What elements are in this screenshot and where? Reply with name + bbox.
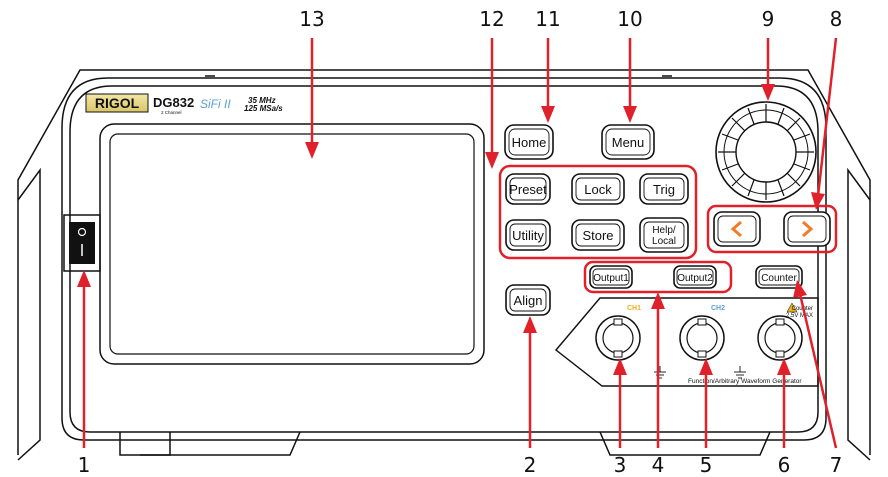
output1-label: Output1	[593, 273, 629, 284]
callout-6: 6	[778, 453, 791, 477]
ch2-label: CH2	[711, 305, 725, 312]
output2-button[interactable]: Output2	[673, 265, 717, 289]
spec-bandwidth: 35 MHz	[248, 96, 276, 105]
callout-4: 4	[652, 453, 665, 477]
rigol-logo: RIGOL	[95, 95, 140, 111]
menu-label: Menu	[612, 135, 645, 150]
brand-strip: RIGOL DG832 2 Channel SiFi II 35 MHz 125…	[85, 93, 283, 115]
counter-button[interactable]: Counter	[755, 265, 803, 289]
model-name: DG832	[153, 95, 194, 110]
left-arrow-button[interactable]	[713, 211, 761, 247]
display-screen	[99, 123, 485, 365]
warning-icon	[786, 302, 798, 313]
store-label: Store	[582, 228, 613, 243]
callout-1: 1	[78, 453, 91, 477]
callout-arrows	[77, 37, 838, 449]
key-group-highlight	[498, 164, 698, 260]
callout-12: 12	[479, 7, 504, 31]
help-label: Help/	[652, 225, 676, 236]
left-arrow-icon	[730, 220, 742, 238]
utility-button[interactable]: Utility	[505, 219, 551, 251]
callout-3: 3	[614, 453, 627, 477]
counter-label: Counter	[761, 273, 797, 284]
ch1-bnc-connector[interactable]	[595, 315, 641, 361]
align-label: Align	[514, 293, 543, 308]
ground-icon	[654, 366, 746, 379]
callout-7: 7	[830, 453, 843, 477]
preset-label: Preset	[509, 182, 547, 197]
trig-button[interactable]: Trig	[639, 173, 689, 205]
right-arrow-icon	[802, 220, 814, 238]
chassis	[17, 69, 871, 461]
output1-button[interactable]: Output1	[589, 265, 633, 289]
arrow-group-highlight	[706, 204, 838, 254]
output2-label: Output2	[677, 273, 713, 284]
callout-9: 9	[762, 7, 775, 31]
callout-11: 11	[535, 7, 560, 31]
callout-10: 10	[617, 7, 642, 31]
callout-2: 2	[524, 453, 537, 477]
home-button[interactable]: Home	[504, 124, 554, 160]
spec-sample-rate: 125 MSa/s	[244, 104, 283, 113]
callout-5: 5	[700, 453, 713, 477]
knob-grip-icon	[718, 104, 814, 200]
lock-button[interactable]: Lock	[571, 173, 625, 205]
counter-note-2: 2.5V MAX	[786, 313, 813, 319]
model-subtitle: 2 Channel	[161, 110, 182, 115]
power-switch[interactable]	[63, 214, 101, 272]
local-label: Local	[652, 236, 676, 247]
counter-bnc-connector[interactable]	[757, 315, 803, 361]
generator-text: Function/Arbitrary Waveform Generator	[688, 378, 802, 385]
menu-button[interactable]: Menu	[601, 124, 655, 160]
callout-numbers: 1 2 3 4 5 6 7 8 9 10 11 12 13	[78, 7, 843, 477]
callout-8: 8	[830, 7, 843, 31]
trig-label: Trig	[653, 182, 675, 197]
ch2-bnc-connector[interactable]	[679, 315, 725, 361]
store-button[interactable]: Store	[571, 219, 625, 251]
lock-label: Lock	[584, 182, 612, 197]
preset-button[interactable]: Preset	[505, 173, 551, 205]
rotary-knob[interactable]	[715, 101, 817, 203]
callout-13: 13	[299, 7, 324, 31]
ch1-label: CH1	[627, 305, 641, 312]
series-mark: SiFi II	[200, 97, 231, 111]
home-label: Home	[512, 135, 547, 150]
align-button[interactable]: Align	[505, 284, 551, 316]
right-arrow-button[interactable]	[783, 211, 831, 247]
help-local-button[interactable]: Help/ Local	[639, 217, 689, 253]
utility-label: Utility	[512, 228, 544, 243]
